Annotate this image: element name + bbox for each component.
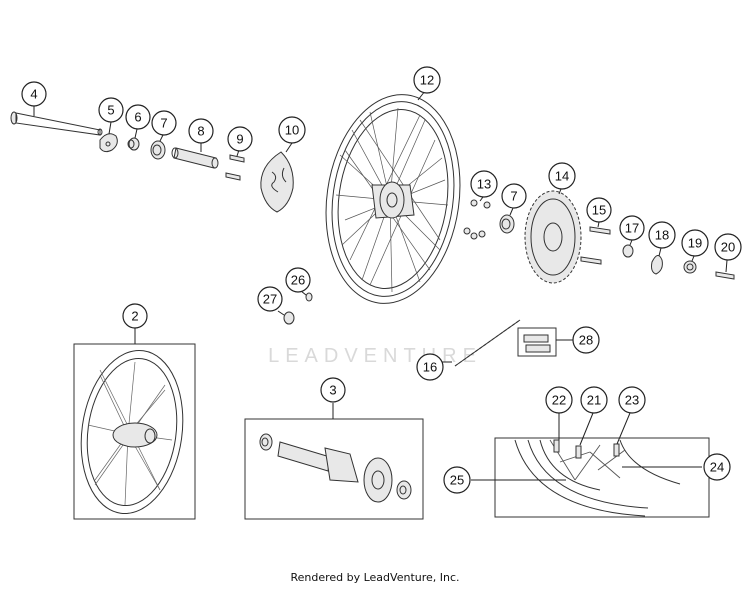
svg-text:7: 7 (510, 189, 517, 204)
svg-text:27: 27 (263, 292, 277, 307)
spacer-tube-part (171, 147, 219, 169)
valve-part (283, 292, 313, 325)
chain-link-part (517, 327, 557, 357)
bearing-part-right (499, 214, 515, 234)
svg-text:5: 5 (107, 103, 114, 118)
callout-21: 21 (580, 386, 608, 414)
wheel-assembly-part (80, 350, 184, 514)
callout-24: 24 (703, 453, 731, 481)
svg-text:20: 20 (721, 240, 735, 255)
callout-20: 20 (714, 233, 742, 261)
svg-text:17: 17 (625, 221, 639, 236)
svg-text:8: 8 (197, 124, 204, 139)
sprocket-part (524, 190, 582, 284)
callout-16: 16 (416, 353, 444, 381)
svg-text:9: 9 (236, 132, 243, 147)
spacer-plate-part (99, 133, 118, 153)
callout-15: 15 (586, 197, 612, 223)
svg-text:18: 18 (655, 228, 669, 243)
ring-part (683, 260, 697, 274)
callout-18: 18 (648, 221, 676, 249)
callout-8: 8 (188, 118, 214, 144)
callout-10: 10 (278, 116, 306, 144)
svg-text:2: 2 (131, 309, 138, 324)
svg-text:23: 23 (625, 393, 639, 408)
screw-part (225, 154, 245, 181)
callout-27: 27 (257, 286, 283, 312)
svg-text:6: 6 (134, 110, 141, 125)
callout-17: 17 (619, 215, 645, 241)
callout-7-right: 7 (501, 183, 527, 209)
callout-23: 23 (618, 386, 646, 414)
rim-wheel-part (325, 94, 461, 304)
watermark-text: LEADVENTURE (268, 345, 482, 367)
svg-text:21: 21 (587, 393, 601, 408)
svg-text:16: 16 (423, 360, 437, 375)
callout-3: 3 (320, 377, 346, 403)
svg-text:26: 26 (291, 273, 305, 288)
svg-text:19: 19 (688, 236, 702, 251)
distance-bushing-part (127, 137, 140, 151)
spoke-detail-box (494, 437, 710, 518)
bushing-part (622, 244, 634, 258)
sensor-part (651, 255, 663, 275)
chain-part (454, 319, 521, 367)
callout-26: 26 (285, 267, 311, 293)
svg-text:14: 14 (555, 169, 569, 184)
spoke-detail-part (514, 439, 681, 517)
callout-14: 14 (548, 162, 576, 190)
screw-part-right (715, 271, 735, 280)
callout-12: 12 (413, 66, 441, 94)
callout-2: 2 (122, 303, 148, 329)
svg-text:24: 24 (710, 460, 724, 475)
callout-6: 6 (125, 104, 151, 130)
bolts-part (580, 226, 611, 265)
hub-assembly-part (259, 433, 412, 503)
hub-assembly-box (244, 418, 424, 520)
svg-text:15: 15 (592, 203, 606, 218)
svg-text:25: 25 (450, 473, 464, 488)
axle-part (10, 111, 103, 136)
callout-4: 4 (21, 81, 47, 107)
svg-text:28: 28 (579, 333, 593, 348)
svg-text:22: 22 (552, 393, 566, 408)
svg-text:13: 13 (477, 177, 491, 192)
callout-5: 5 (98, 97, 124, 123)
nuts-part (463, 199, 491, 240)
svg-text:12: 12 (420, 73, 434, 88)
callout-7-left: 7 (151, 110, 177, 136)
callout-25: 25 (443, 466, 471, 494)
svg-text:3: 3 (329, 383, 336, 398)
brake-disc-part (260, 151, 294, 213)
footer-credit: Rendered by LeadVenture, Inc. (290, 571, 460, 584)
svg-text:4: 4 (30, 87, 37, 102)
callout-13: 13 (470, 170, 498, 198)
bearing-part-left (150, 140, 166, 160)
callout-19: 19 (681, 229, 709, 257)
svg-text:10: 10 (285, 123, 299, 138)
callout-22: 22 (545, 386, 573, 414)
callout-9: 9 (227, 126, 253, 152)
callout-28: 28 (572, 326, 600, 354)
svg-text:7: 7 (160, 116, 167, 131)
